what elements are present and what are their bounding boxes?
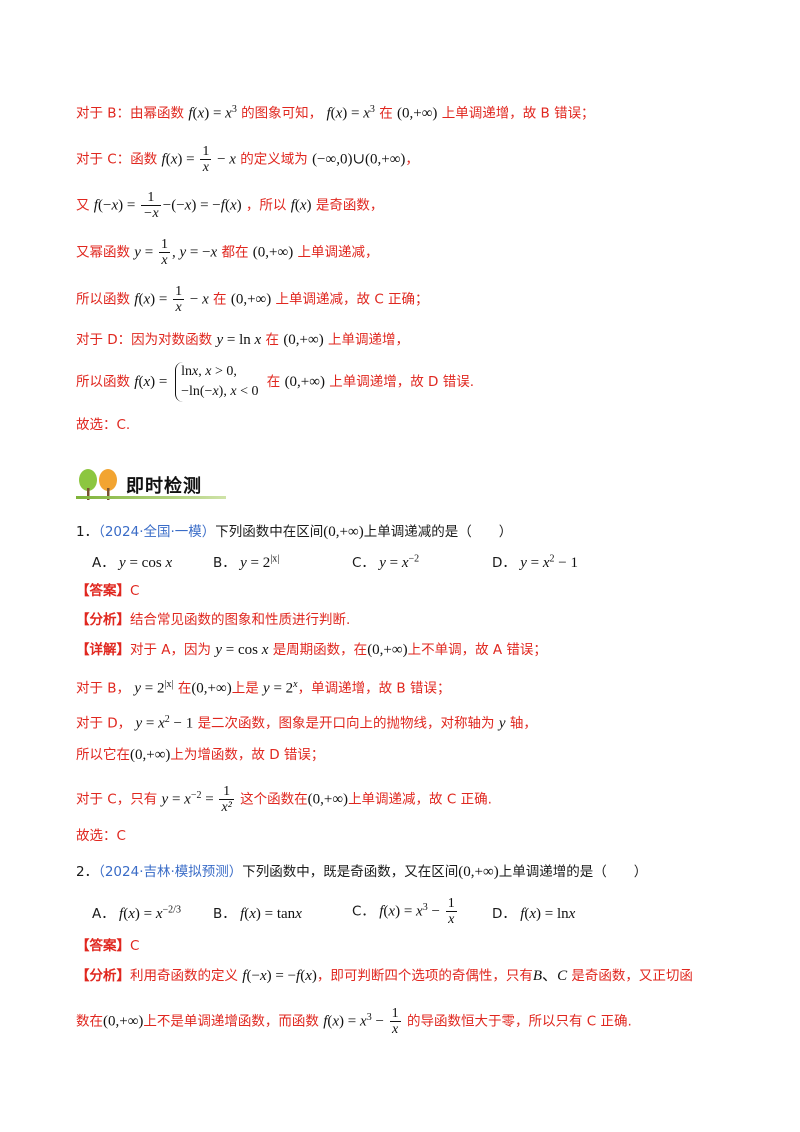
q1-analysis: 【分析】结合常见函数的图象和性质进行判断. xyxy=(76,612,351,628)
math-fx-x3: f xyxy=(188,105,193,122)
q2-option-d: D． f(x) = lnx xyxy=(492,906,576,922)
solution-line-c2: 又 f(−x) = 1−x−(−x) = −f(x) ，所以 f(x) 是奇函数… xyxy=(76,190,384,221)
q2-option-b: B． f(x) = tanx xyxy=(213,906,302,922)
q1-detail-d: 对于 D， y = x2 − 1 是二次函数，图象是开口向上的抛物线，对称轴为 … xyxy=(76,714,537,732)
question-source: （2024·全国·一模） xyxy=(98,524,216,540)
q1-detail-a: 【详解】对于 A，因为 y = cos x 是周期函数，在(0,+∞)上不单调，… xyxy=(76,642,547,658)
solution-line-d1: 对于 D：因为对数函数 y = ln x 在 (0,+∞) 上单调递增， xyxy=(76,332,410,348)
question-source: （2024·吉林·模拟预测） xyxy=(98,864,243,880)
solution-line-b: 对于 B：由幂函数 f(x) = x3 的图象可知， f(x) = x3 在 (… xyxy=(76,104,595,122)
q1-option-a: A． y = cos x xyxy=(92,555,173,571)
q1-option-d: D． y = x2 − 1 xyxy=(492,553,578,572)
q1-answer: 【答案】C xyxy=(76,583,140,599)
section-banner: 即时检测 xyxy=(76,468,231,508)
q2-option-a: A． f(x) = x−2/3 xyxy=(92,904,181,923)
section-title: 即时检测 xyxy=(126,476,202,497)
solution-line-d2: 所以函数 f(x) = lnx, x > 0,−ln(−x), x < 0 在 … xyxy=(76,362,474,402)
q1-detail-b: 对于 B， y = 2|x| 在(0,+∞)上是 y = 2x，单调递增，故 B… xyxy=(76,679,451,697)
domain-union: (−∞,0)∪(0,+∞) xyxy=(312,151,406,168)
q2-analysis: 【分析】利用奇函数的定义 f(−x) = −f(x)，即可判断四个选项的奇偶性，… xyxy=(76,968,693,984)
q1-option-b: B． y = 2|x| xyxy=(213,553,280,572)
interval-0-inf: (0,+∞) xyxy=(397,105,438,122)
choose-line: 故选：C. xyxy=(76,417,131,433)
piecewise-function: lnx, x > 0,−ln(−x), x < 0 xyxy=(175,362,258,402)
q1-detail-d2: 所以它在(0,+∞)上为增函数，故 D 错误； xyxy=(76,747,325,763)
q1-option-c: C． y = x−2 xyxy=(352,553,420,572)
q1-choose: 故选：C xyxy=(76,828,126,844)
tree-icon xyxy=(79,469,117,500)
banner-underline xyxy=(76,496,226,499)
question-2: 2．（2024·吉林·模拟预测）下列函数中，既是奇函数，又在区间(0,+∞)上单… xyxy=(76,864,648,880)
question-1: 1．（2024·全国·一模）下列函数中在区间(0,+∞)上单调递减的是（ ） xyxy=(76,524,513,540)
q2-answer: 【答案】C xyxy=(76,938,140,954)
